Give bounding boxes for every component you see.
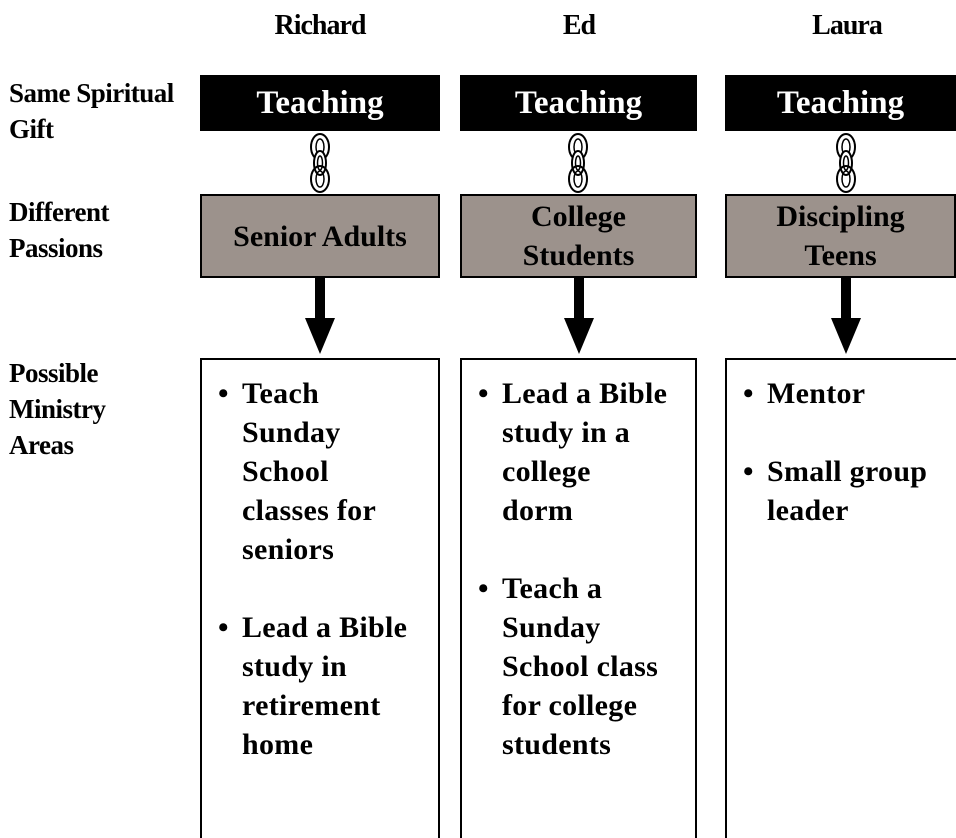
row-label-ministry-line: Possible xyxy=(9,358,99,388)
row-label-gift: Same Spiritual Gift xyxy=(9,75,174,147)
ministry-box-richard: • Teach Sunday School classes for senior… xyxy=(200,358,440,838)
ministry-item: • Lead a Bible study in a college dorm xyxy=(478,374,695,530)
ministry-line: classes for xyxy=(242,494,377,527)
person-name-laura: Laura xyxy=(812,10,883,41)
ministry-box-laura: • Mentor • Small group leader xyxy=(725,358,956,838)
ministry-line: students xyxy=(502,728,612,761)
ministry-list: • Teach Sunday School classes for senior… xyxy=(218,374,438,764)
ministry-list: • Lead a Bible study in a college dorm •… xyxy=(478,374,695,764)
row-label-passion-line: Passions xyxy=(9,233,103,263)
gift-label: Teaching xyxy=(776,84,905,121)
row-label-passion: Different Passions xyxy=(9,194,109,266)
ministry-item: • Lead a Bible study in retirement home xyxy=(218,608,438,764)
down-arrow-icon xyxy=(305,278,335,354)
row-label-ministry-line: Ministry xyxy=(9,394,106,424)
bullet-icon: • xyxy=(218,377,229,410)
ministry-item: • Mentor xyxy=(743,374,956,413)
gift-label: Teaching xyxy=(256,84,384,121)
passion-line: Students xyxy=(522,239,635,272)
passion-line: Discipling xyxy=(776,200,905,233)
row-label-gift-line: Same Spiritual xyxy=(9,78,174,108)
ministry-line: School xyxy=(242,455,329,488)
row-label-passion-line: Different xyxy=(9,197,109,227)
passion-line: Senior Adults xyxy=(233,219,407,253)
ministry-line: Sunday xyxy=(242,416,341,449)
row-label-ministry: Possible Ministry Areas xyxy=(9,355,106,463)
passion-box-laura: Discipling Teens xyxy=(725,194,956,278)
ministry-line: home xyxy=(242,728,314,761)
ministry-line: Teach xyxy=(242,377,320,410)
ministry-line: for college xyxy=(502,689,638,722)
ministry-line: seniors xyxy=(242,533,335,566)
bullet-icon: • xyxy=(478,572,489,605)
ministry-line: Lead a Bible xyxy=(502,377,668,410)
ministry-item: • Small group leader xyxy=(743,452,956,530)
ministry-line: School class xyxy=(502,650,659,683)
gift-box-ed: Teaching xyxy=(460,75,697,131)
row-label-ministry-line: Areas xyxy=(9,430,74,460)
ministry-item: • Teach Sunday School classes for senior… xyxy=(218,374,438,569)
ministry-item: • Teach a Sunday School class for colleg… xyxy=(478,569,695,764)
ministry-line: study in xyxy=(242,650,347,683)
ministry-line: Teach a xyxy=(502,572,603,605)
bullet-icon: • xyxy=(218,611,229,644)
down-arrow-icon xyxy=(831,278,861,354)
gift-box-richard: Teaching xyxy=(200,75,440,131)
ministry-line: retirement xyxy=(242,689,381,722)
bullet-icon: • xyxy=(478,377,489,410)
down-arrow-icon xyxy=(564,278,594,354)
bullet-icon: • xyxy=(743,455,754,488)
ministry-line: Sunday xyxy=(502,611,601,644)
ministry-line: Mentor xyxy=(767,377,866,410)
ministry-box-ed: • Lead a Bible study in a college dorm •… xyxy=(460,358,697,838)
person-name-richard: Richard xyxy=(274,10,367,41)
passion-line: Teens xyxy=(804,239,877,272)
ministry-line: leader xyxy=(767,494,849,527)
ministry-list: • Mentor • Small group leader xyxy=(743,374,956,530)
passion-line: College xyxy=(531,200,626,233)
ministry-line: study in a xyxy=(502,416,631,449)
ministry-line: Small group xyxy=(767,455,928,488)
gift-label: Teaching xyxy=(514,84,643,121)
bullet-icon: • xyxy=(743,377,754,410)
passion-box-ed: College Students xyxy=(460,194,697,278)
person-name-ed: Ed xyxy=(562,10,596,41)
chain-link-icon xyxy=(836,133,856,193)
passion-box-richard: Senior Adults xyxy=(200,194,440,278)
ministry-line: college xyxy=(502,455,591,488)
ministry-line: dorm xyxy=(502,494,574,527)
row-label-gift-line: Gift xyxy=(9,114,54,144)
ministry-line: Lead a Bible xyxy=(242,611,408,644)
chain-link-icon xyxy=(568,133,588,193)
chain-link-icon xyxy=(310,133,330,193)
gift-box-laura: Teaching xyxy=(725,75,956,131)
